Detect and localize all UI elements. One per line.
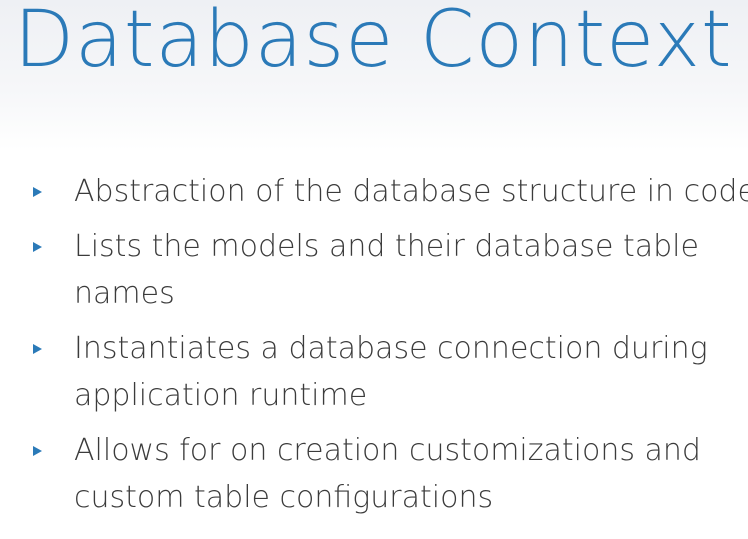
bullet-text-line: Instantiates a database connection durin… — [74, 331, 708, 366]
bullet-text-line: application runtime — [74, 378, 368, 413]
bullet-item: Abstraction of the database structure in… — [0, 168, 748, 215]
bullet-text-line: custom table configurations — [74, 480, 494, 515]
bullet-text-line: Abstraction of the database structure in… — [74, 174, 748, 209]
bullet-text-line: Lists the models and their database tabl… — [74, 229, 699, 264]
bullet-item: Allows for on creation customizations an… — [0, 427, 748, 521]
triangle-right-icon — [33, 344, 42, 354]
bullet-list: Abstraction of the database structure in… — [0, 168, 748, 529]
bullet-item: Lists the models and their database tabl… — [0, 223, 748, 317]
triangle-right-icon — [33, 187, 42, 197]
slide-title: Database Context — [14, 0, 733, 85]
triangle-right-icon — [33, 446, 42, 456]
bullet-item: Instantiates a database connection durin… — [0, 325, 748, 419]
triangle-right-icon — [33, 242, 42, 252]
bullet-text-line: names — [74, 276, 175, 311]
bullet-text-line: Allows for on creation customizations an… — [74, 433, 701, 468]
